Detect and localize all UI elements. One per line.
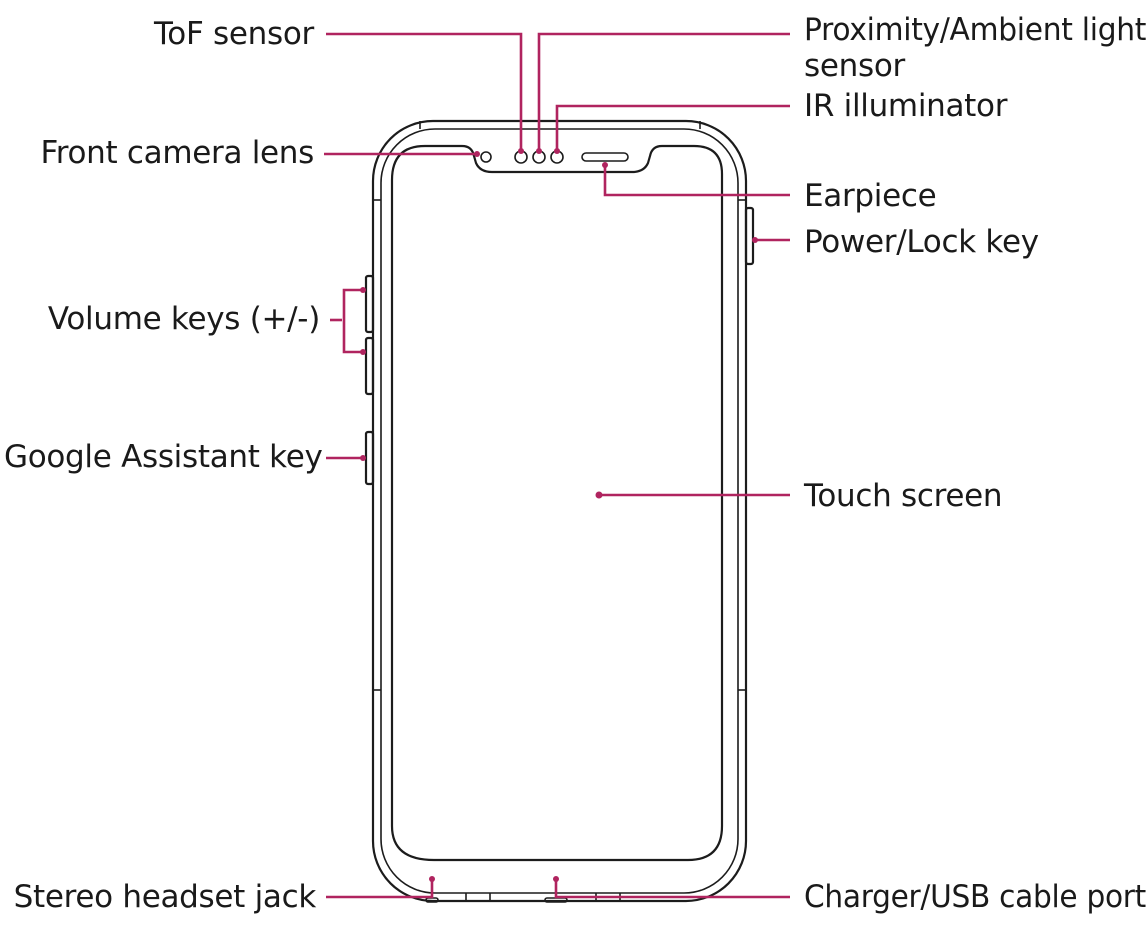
leader-headset-jack [326,880,434,899]
touch-screen-outline [390,144,724,862]
leader-earpiece [603,166,790,197]
phone-outer-frame [371,119,748,903]
label-power-key: Power/Lock key [804,224,1039,260]
leader-dot [360,455,366,461]
label-tof-sensor: ToF sensor [153,16,314,52]
leader-dot [752,237,758,243]
leader-dot [602,162,608,168]
label-earpiece: Earpiece [804,178,937,214]
leader-dot [554,148,560,154]
leader-volume-bracket [342,288,362,354]
assistant-button [364,430,375,486]
label-proximity-line2: sensor [804,48,905,84]
leader-dot [595,491,603,499]
volume-down-button [364,336,375,396]
leader-ir-illuminator [555,104,790,150]
power-button [744,206,755,266]
volume-up-button [364,274,375,334]
label-headset-jack: Stereo headset jack [13,879,317,915]
label-front-camera: Front camera lens [40,135,314,171]
label-touch-screen: Touch screen [804,478,1003,514]
label-assistant-key: Google Assistant key [4,439,323,475]
leader-dot [518,148,524,154]
leader-dot [553,876,559,882]
phone-body [371,119,748,903]
leader-tof-sensor [326,32,523,150]
label-volume-keys: Volume keys (+/-) [47,301,320,337]
leader-lines [324,32,790,899]
leader-dot [360,349,366,355]
label-ir-illuminator: IR illuminator [804,88,1008,124]
leader-usb-port [554,880,790,899]
label-usb-port: Charger/USB cable port [804,879,1147,915]
leader-dot [536,148,542,154]
front-camera-lens [480,151,492,163]
leader-proximity [537,32,790,150]
label-proximity-line1: Proximity/Ambient light [804,12,1147,48]
leader-dot [474,151,480,157]
leader-dot [429,876,435,882]
phone-inner-frame [380,128,739,894]
earpiece-grille [581,152,629,162]
leader-dot [360,287,366,293]
